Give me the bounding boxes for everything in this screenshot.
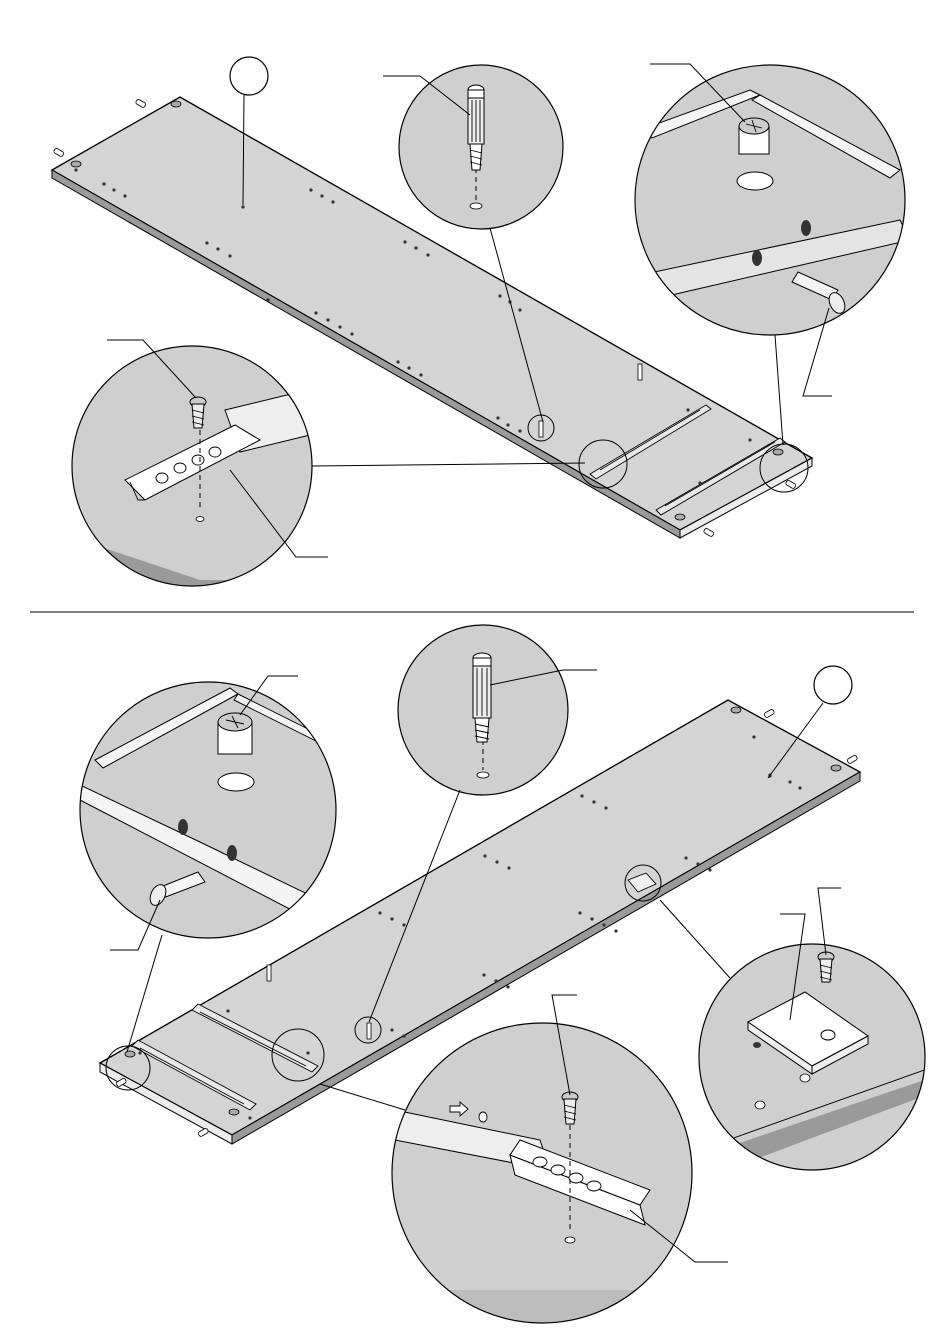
bottom-glide-foot-screw-detail: [660, 888, 940, 1180]
top-assembly: [52, 57, 910, 600]
cam-lock-icon: [739, 118, 769, 154]
cam-bolt-icon: [473, 653, 491, 742]
cam-lock-icon: [218, 713, 252, 754]
bottom-assembly: [80, 625, 940, 1330]
